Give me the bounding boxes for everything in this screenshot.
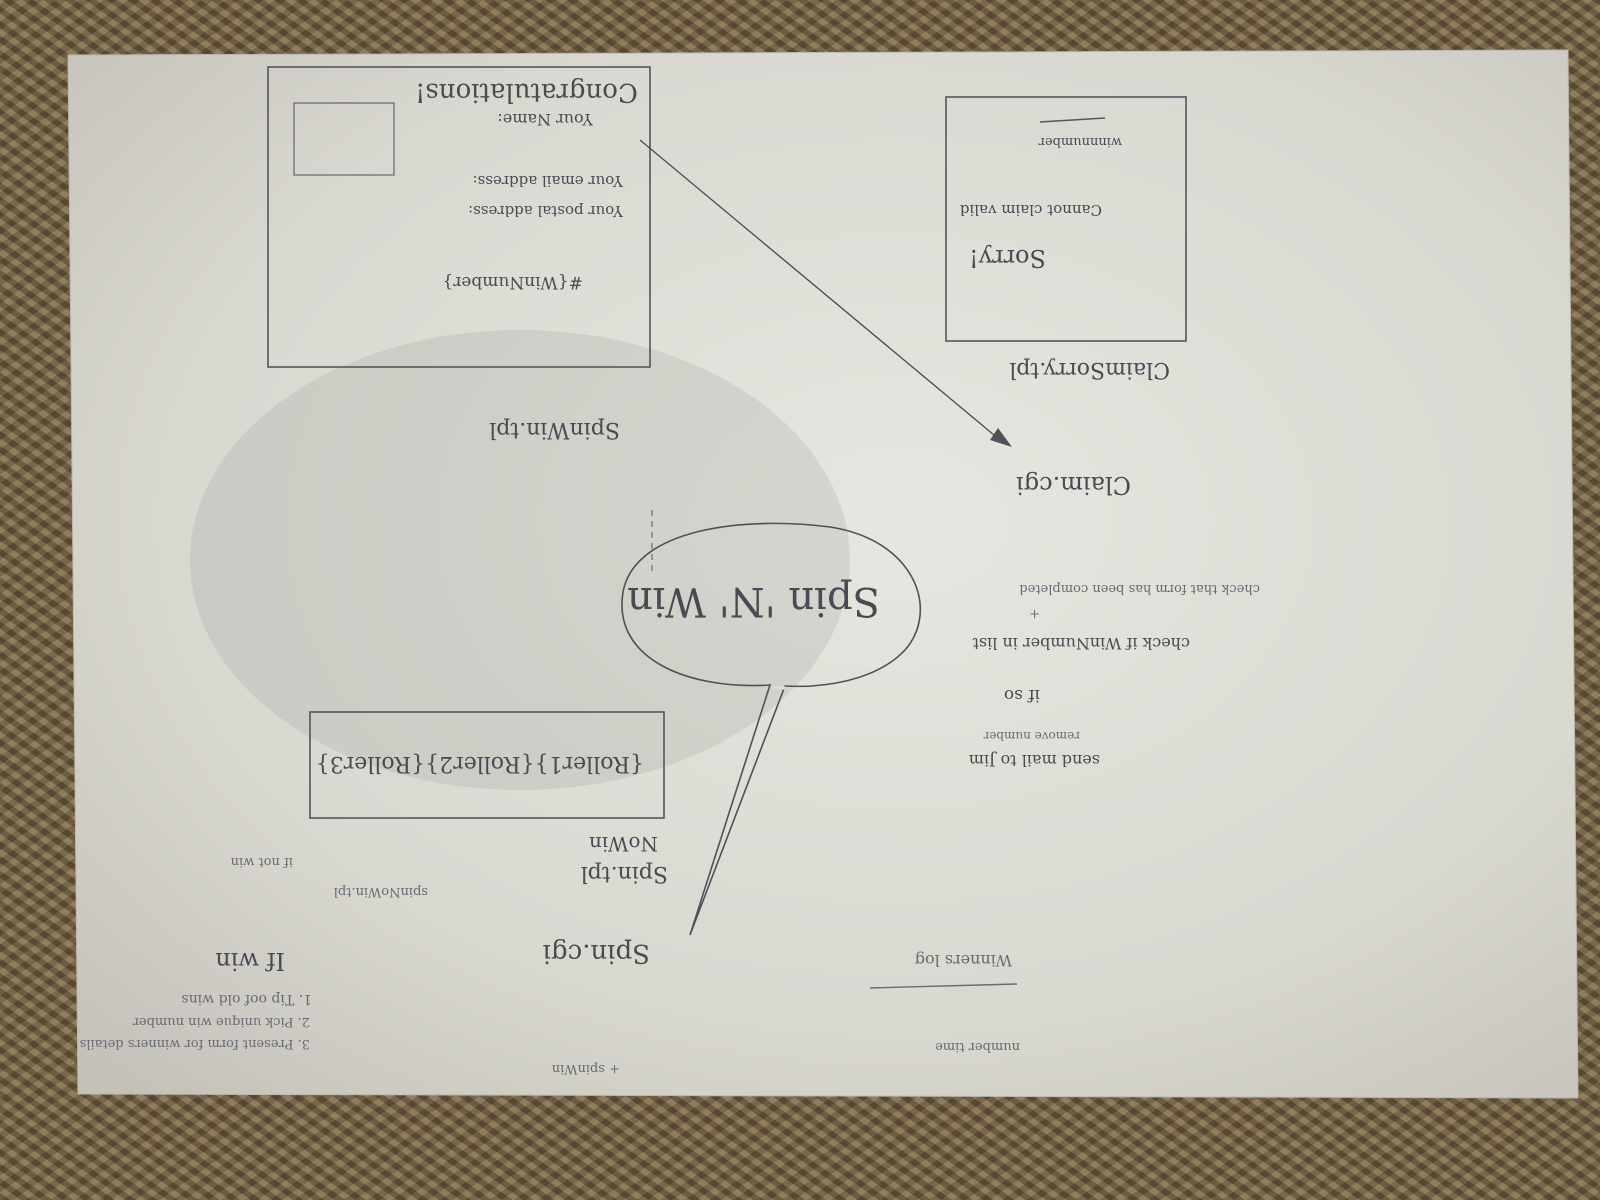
nowin-condition: if not win [230,854,293,869]
win-steps-heading: If win [215,947,285,975]
winners-log-title: Winners log [915,951,1012,970]
claim-check-6: send mail to Jim [969,751,1100,770]
win-step-3: 3. Present form for winners details [80,1036,310,1051]
sorry-card-line-2: Cannot claim valid [959,201,1102,219]
sorry-card-box [945,96,1187,342]
win-card-line-5: #{WinNumber} [442,272,582,292]
spin-card-template-nowin: NoWin [589,832,658,856]
arrow-to-claim-head [990,428,1012,447]
nowin-template: spinNoWin.tpl [334,884,428,899]
paper-sheet [67,49,1579,1099]
diagram-title: Spin 'N' Win [627,578,880,624]
win-step-4: + spinWin [551,1061,620,1076]
sorry-card-template-label: ClaimSorry.tpl [1009,357,1170,382]
win-step-2: 2. Pick unique win number [132,1014,310,1029]
spin-code-file: Spin.cgi [543,938,650,968]
spin-card-template: Spin.tpl [581,861,668,886]
title-bubble [621,522,921,936]
win-card-line-4: Your postal address: [468,202,624,220]
win-card-template-label: SpinWin.tpl [489,417,620,442]
winners-log-columns: number time [935,1039,1020,1054]
claim-check-4: if so [1004,685,1040,705]
arrow-to-claim [639,139,1001,441]
spin-card-rollers: {Roller1}{Roller2}{Roller3} [316,751,644,776]
winners-log-rule [869,983,1018,989]
win-card-line-1: Congratulations! [415,77,638,107]
claim-file-label: Claim.cgi [1016,471,1131,499]
sorry-card-line-1: Sorry! [969,244,1046,272]
win-step-1: 1. Tip oof old wins [181,991,312,1007]
sorry-card-line-3: winnnumber [1038,134,1122,149]
win-card-box [267,66,651,368]
claim-check-3: check if WinNumber in list [972,634,1190,653]
paper-shadow [190,330,850,790]
win-card-line-2: Your Name: [497,110,593,129]
spin-card-box [309,711,665,819]
sorry-card-underline [1039,117,1106,123]
win-card-line-3: Your email address: [473,172,624,190]
postal-address-box [293,102,395,176]
claim-check-5: remove number [983,729,1080,743]
claim-check-1: check that form has been completed [1019,581,1260,596]
claim-check-2: + [1029,606,1040,621]
